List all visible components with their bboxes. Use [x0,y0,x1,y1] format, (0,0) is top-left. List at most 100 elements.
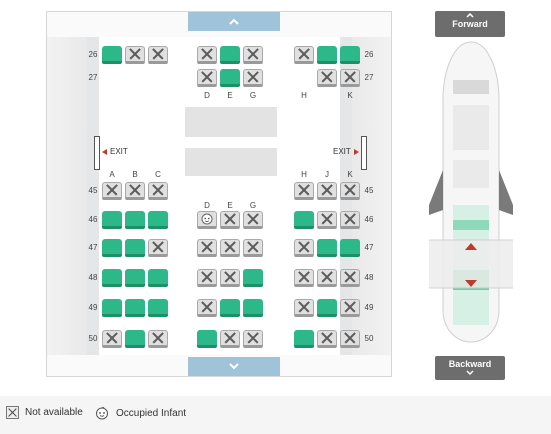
seat-48J[interactable] [317,269,337,287]
legend-occupied-infant-label: Occupied Infant [116,407,187,419]
seat-46C[interactable] [148,211,168,229]
column-letter-D: D [204,201,210,210]
row-number-right: 27 [364,73,374,82]
seat-48E[interactable] [220,269,240,287]
seat-26C[interactable] [148,46,168,64]
row-number-left: 47 [88,243,98,252]
column-letter-J: J [325,170,329,179]
seat-27K[interactable] [340,69,360,87]
row-number-left: 26 [88,50,98,59]
seat-27G[interactable] [243,69,263,87]
seat-48G[interactable] [243,269,263,287]
seat-27E[interactable] [220,69,240,87]
seat-48A[interactable] [102,269,122,287]
exit-door-right [361,136,367,170]
seat-46K[interactable] [340,211,360,229]
row-number-right: 45 [364,186,374,195]
backward-button[interactable]: Backward [435,356,505,380]
seat-47C[interactable] [148,239,168,257]
seat-49D[interactable] [197,299,217,317]
forward-button[interactable]: Forward [435,11,505,37]
seat-50G[interactable] [243,330,263,348]
column-letter-H: H [301,170,307,179]
x-box-icon [6,406,19,419]
forward-label: Forward [452,19,488,29]
seat-47A[interactable] [102,239,122,257]
seat-26B[interactable] [125,46,145,64]
seat-47K[interactable] [340,239,360,257]
row-number-right: 50 [364,334,374,343]
seat-26H[interactable] [294,46,314,64]
seat-45J[interactable] [317,182,337,200]
seat-47D[interactable] [197,239,217,257]
chevron-up-icon [229,18,239,25]
column-letter-K: K [347,91,353,100]
seat-49A[interactable] [102,299,122,317]
scroll-up-button[interactable] [188,12,280,31]
seat-46J[interactable] [317,211,337,229]
column-letter-C: C [155,170,161,179]
seat-49J[interactable] [317,299,337,317]
seat-49E[interactable] [220,299,240,317]
seat-50B[interactable] [125,330,145,348]
seat-49K[interactable] [340,299,360,317]
seat-45H[interactable] [294,182,314,200]
seat-26A[interactable] [102,46,122,64]
seat-47G[interactable] [243,239,263,257]
row-number-left: 48 [88,273,98,282]
galley-block-2 [185,148,277,176]
seat-46E[interactable] [220,211,240,229]
seat-49B[interactable] [125,299,145,317]
seat-47J[interactable] [317,239,337,257]
column-letter-E: E [227,91,233,100]
seat-50E[interactable] [220,330,240,348]
baby-face-icon [201,213,213,225]
seat-49C[interactable] [148,299,168,317]
seat-45K[interactable] [340,182,360,200]
legend-occupied-infant: Occupied Infant [94,406,186,420]
seat-27J[interactable] [317,69,337,87]
seat-26K[interactable] [340,46,360,64]
scroll-down-button[interactable] [188,357,280,376]
column-letter-D: D [204,91,210,100]
seat-45B[interactable] [125,182,145,200]
seat-46H[interactable] [294,211,314,229]
seat-46B[interactable] [125,211,145,229]
seat-48B[interactable] [125,269,145,287]
seat-48H[interactable] [294,269,314,287]
seat-46G[interactable] [243,211,263,229]
seat-27D[interactable] [197,69,217,87]
seat-50H[interactable] [294,330,314,348]
seat-26G[interactable] [243,46,263,64]
seat-50J[interactable] [317,330,337,348]
seat-48C[interactable] [148,269,168,287]
aircraft-overview-map[interactable] [429,40,513,345]
seat-49G[interactable] [243,299,263,317]
seat-45C[interactable] [148,182,168,200]
seat-48D[interactable] [197,269,217,287]
seat-46D[interactable] [197,211,217,229]
row-number-right: 47 [364,243,374,252]
chevron-up-icon [466,13,474,18]
seat-50A[interactable] [102,330,122,348]
column-letter-K: K [347,170,353,179]
seat-26D[interactable] [197,46,217,64]
seat-49H[interactable] [294,299,314,317]
seat-47H[interactable] [294,239,314,257]
row-number-right: 26 [364,50,374,59]
row-number-right: 49 [364,303,374,312]
column-letter-E: E [227,201,233,210]
seat-48K[interactable] [340,269,360,287]
seat-47B[interactable] [125,239,145,257]
galley-block-1 [185,107,277,137]
seat-26J[interactable] [317,46,337,64]
seat-50K[interactable] [340,330,360,348]
seat-46A[interactable] [102,211,122,229]
exit-door-left [94,136,100,170]
seat-50C[interactable] [148,330,168,348]
seat-26E[interactable] [220,46,240,64]
seat-50D[interactable] [197,330,217,348]
seat-45A[interactable] [102,182,122,200]
seat-47E[interactable] [220,239,240,257]
